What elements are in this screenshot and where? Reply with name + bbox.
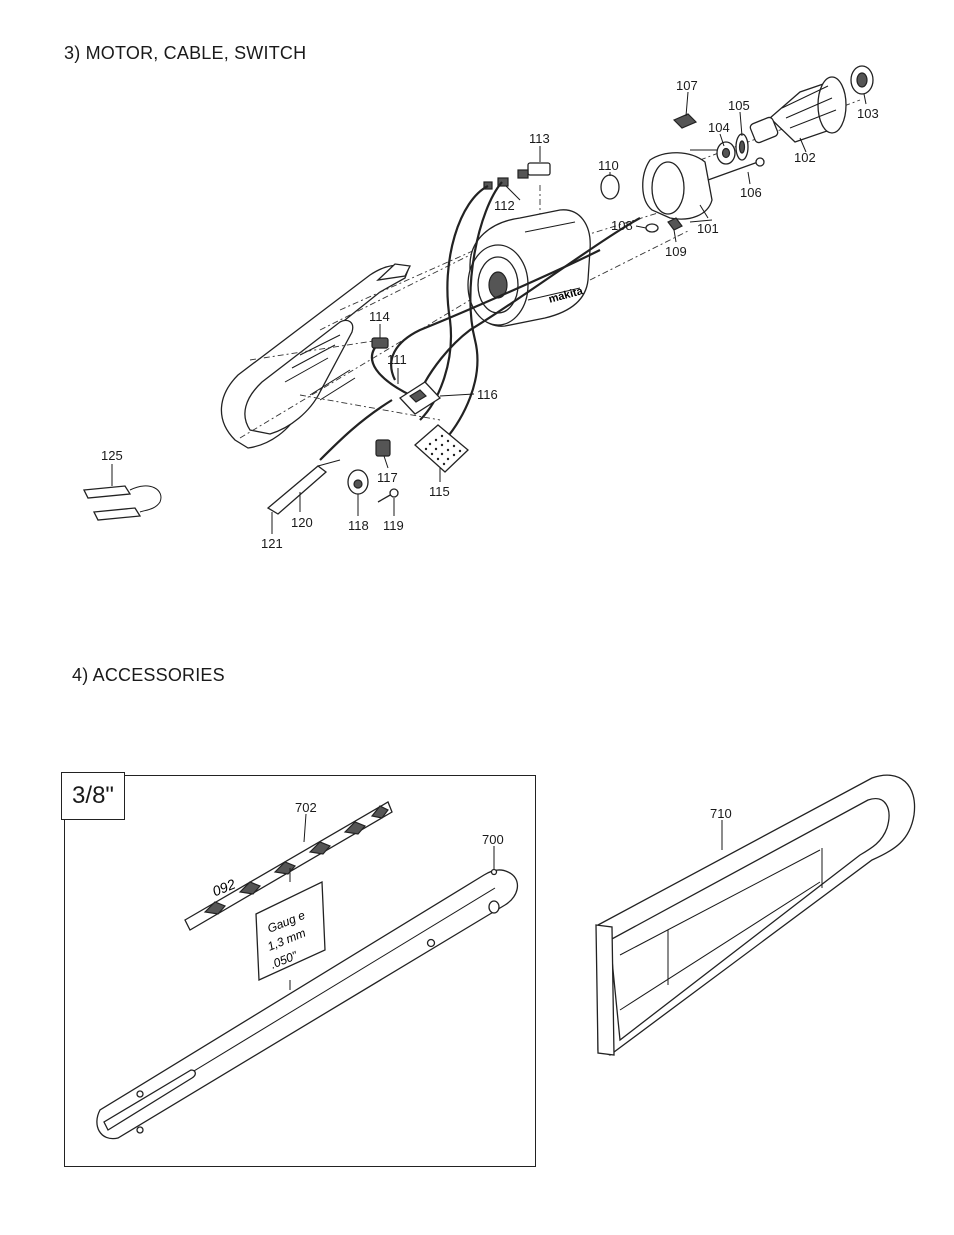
accessory-part-callouts: 702 700 710	[289, 800, 732, 882]
chain-pitch-tag: 3/8"	[61, 772, 125, 820]
part-number: 710	[710, 806, 732, 821]
section-accessories-title: 4) ACCESSORIES	[72, 665, 225, 685]
part-number: 108	[611, 218, 633, 233]
screw-119	[377, 488, 399, 503]
baffle-105	[735, 133, 749, 161]
brush-holder-107	[672, 113, 698, 129]
cord-clamp-118	[347, 469, 369, 495]
part-number: 110	[598, 158, 619, 173]
part-number: 105	[728, 98, 750, 113]
part-number: 109	[665, 244, 687, 259]
capacitor-114	[371, 337, 389, 349]
stator	[642, 149, 718, 223]
motor-housing: makita	[467, 209, 591, 327]
chain-bar-frame	[64, 775, 536, 1167]
cord-guard-120	[266, 459, 341, 515]
part-number: 114	[369, 309, 390, 324]
switch-unit-116	[398, 381, 442, 415]
part-number: 111	[387, 352, 407, 367]
part-number: 107	[676, 78, 698, 93]
part-number: 116	[477, 387, 498, 402]
switch-113	[517, 162, 551, 179]
part-number: 113	[529, 131, 550, 146]
part-number: 125	[101, 448, 123, 463]
vent-plate-115	[414, 424, 469, 473]
motor-part-callouts: 107 105 104 102 103 106 101 110 108 109 …	[101, 78, 879, 551]
part-number: 104	[708, 120, 730, 135]
part-number: 112	[494, 198, 515, 213]
lever-117	[375, 439, 391, 457]
terminal-108	[645, 223, 659, 233]
o-ring-110	[600, 174, 620, 200]
armature	[749, 76, 847, 144]
part-number: 101	[697, 221, 719, 236]
part-number: 115	[429, 484, 450, 499]
handle-housing	[220, 263, 411, 449]
insulator-109	[667, 217, 683, 231]
guide-bar	[96, 869, 519, 1140]
cord-hook-125	[82, 485, 162, 521]
part-number: 121	[261, 536, 283, 551]
bearing-104	[716, 141, 736, 165]
section-motor-title: 3) MOTOR, CABLE, SWITCH	[64, 43, 307, 63]
bar-cover	[595, 774, 916, 1056]
part-number: 117	[377, 470, 398, 485]
saw-chain: 092	[184, 801, 393, 931]
part-number: 102	[794, 150, 816, 165]
part-number: 103	[857, 106, 879, 121]
screw-106	[707, 157, 765, 181]
part-number: 702	[295, 800, 317, 815]
part-number: 700	[482, 832, 504, 847]
bearing-103	[850, 65, 874, 95]
gauge-label: Gaug e 1,3 mm .050"	[255, 880, 326, 990]
part-number: 118	[348, 518, 369, 533]
part-number: 106	[740, 185, 762, 200]
part-number: 120	[291, 515, 313, 530]
part-number: 119	[383, 518, 404, 533]
connector-112	[483, 177, 509, 190]
